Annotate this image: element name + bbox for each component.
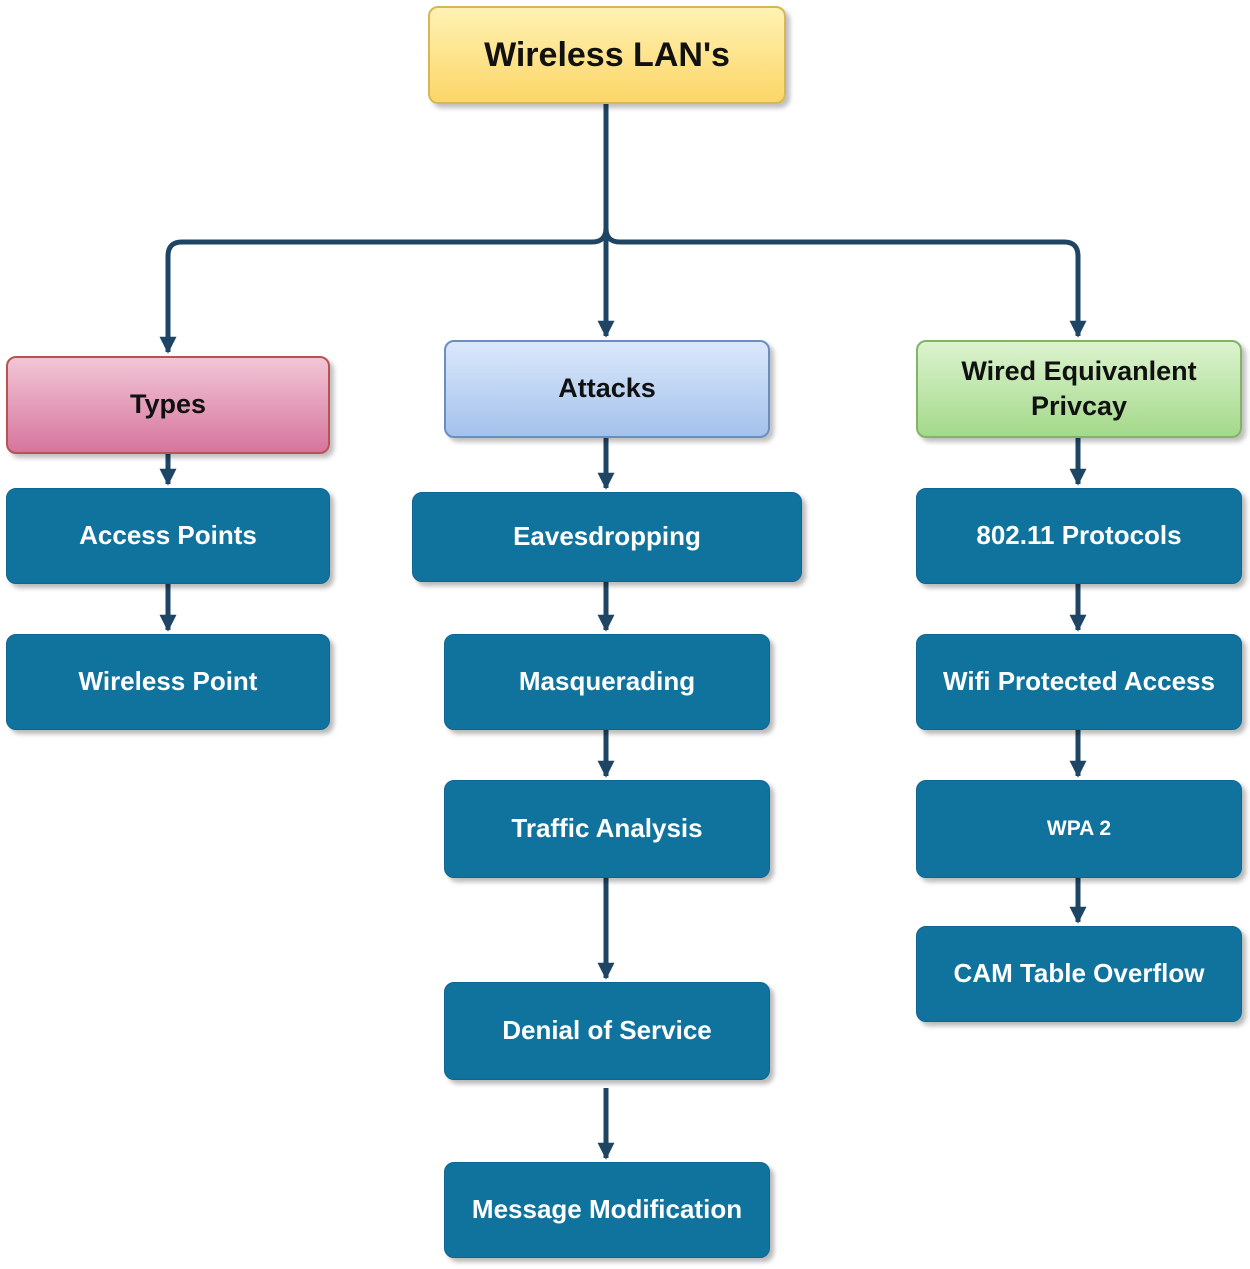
leaf-node-access-points: Access Points — [6, 488, 330, 584]
leaf-node-eavesdropping: Eavesdropping — [412, 492, 802, 582]
arrow-root-to-wep — [603, 104, 1087, 338]
leaf-node-wifi-protected-access: Wifi Protected Access — [916, 634, 1242, 730]
leaf-node-cam-table-overflow: CAM Table Overflow — [916, 926, 1242, 1022]
category-node-attacks: Attacks — [444, 340, 770, 438]
leaf-node-masquerading: Masquerading — [444, 634, 770, 730]
leaf-node-traffic-analysis: Traffic Analysis — [444, 780, 770, 878]
category-node-types: Types — [6, 356, 330, 454]
leaf-node-80211-protocols: 802.11 Protocols — [916, 488, 1242, 584]
leaf-node-denial-of-service: Denial of Service — [444, 982, 770, 1080]
root-node-wireless-lans: Wireless LAN's — [428, 6, 786, 104]
leaf-node-message-modification: Message Modification — [444, 1162, 770, 1258]
leaf-node-wireless-point: Wireless Point — [6, 634, 330, 730]
arrow-root-to-types — [159, 104, 609, 354]
category-node-wired-equivalent-privacy: Wired Equivanlent Privcay — [916, 340, 1242, 438]
leaf-node-wpa2: WPA 2 — [916, 780, 1242, 878]
